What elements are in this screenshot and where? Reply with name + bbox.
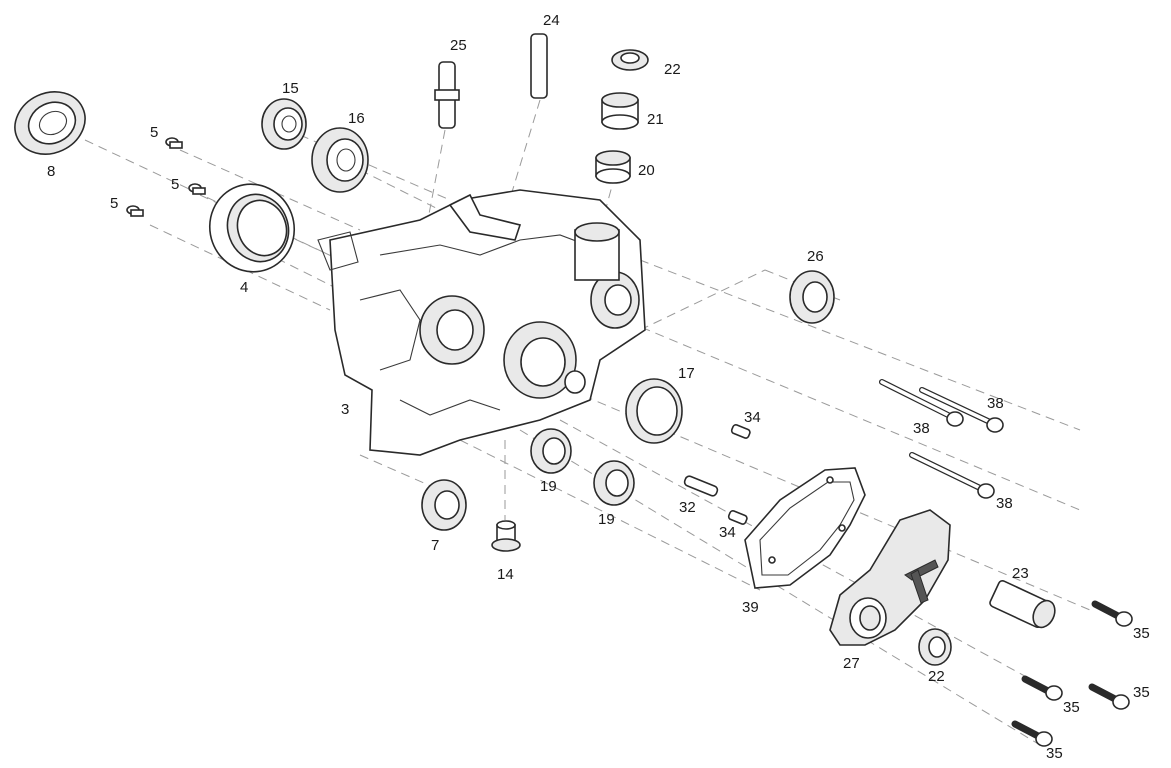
label-15: 15	[282, 80, 299, 97]
label-32: 32	[679, 499, 696, 516]
label-16: 16	[348, 110, 365, 127]
pin-32	[683, 475, 719, 497]
bolt-38-c	[909, 452, 995, 499]
label-34-bottom: 34	[719, 524, 736, 541]
label-5-bottom: 5	[110, 195, 118, 212]
label-3: 3	[341, 401, 349, 418]
bolt-38-a	[879, 379, 964, 427]
bearing-19-left	[530, 428, 572, 474]
label-39: 39	[742, 599, 759, 616]
bushing-21	[601, 92, 639, 130]
bolt-38-b	[919, 387, 1004, 433]
dowel-34-top	[730, 424, 751, 439]
label-35-c: 35	[1063, 699, 1080, 716]
label-7: 7	[431, 537, 439, 554]
label-5-mid: 5	[171, 176, 179, 193]
seal-7	[421, 479, 467, 531]
label-24: 24	[543, 12, 560, 29]
bearing-19-right	[593, 460, 635, 506]
bolt-35-c	[1021, 675, 1063, 701]
seal-26	[789, 270, 835, 324]
label-22-bottom: 22	[928, 668, 945, 685]
label-17: 17	[678, 365, 695, 382]
label-14: 14	[497, 566, 514, 583]
screw-5-mid	[188, 183, 206, 195]
label-27: 27	[843, 655, 860, 672]
label-38-b: 38	[913, 420, 930, 437]
label-38-a: 38	[987, 395, 1004, 412]
label-35-a: 35	[1133, 625, 1150, 642]
label-20: 20	[638, 162, 655, 179]
label-5-top: 5	[150, 124, 158, 141]
label-4: 4	[240, 279, 248, 296]
label-35-b: 35	[1133, 684, 1150, 701]
plug-14	[491, 520, 521, 552]
dowel-24	[530, 33, 548, 99]
label-8: 8	[47, 163, 55, 180]
label-34-top: 34	[744, 409, 761, 426]
gasket-39	[744, 467, 866, 589]
screw-5-top	[165, 137, 183, 149]
fitting-23	[989, 579, 1056, 629]
bearing-8	[14, 91, 86, 155]
label-38-c: 38	[996, 495, 1013, 512]
pin-25	[434, 61, 460, 129]
label-19-right: 19	[598, 511, 615, 528]
cover-27	[829, 509, 951, 646]
seal-22-top	[611, 49, 649, 71]
label-22-top: 22	[664, 61, 681, 78]
label-26: 26	[807, 248, 824, 265]
dowel-34-bottom	[727, 510, 748, 525]
bushing-20	[595, 150, 631, 184]
seal-22-bottom	[918, 628, 952, 666]
label-23: 23	[1012, 565, 1029, 582]
label-19-left: 19	[540, 478, 557, 495]
bearing-15	[261, 98, 307, 150]
label-21: 21	[647, 111, 664, 128]
bolt-35-d	[1011, 720, 1053, 747]
seal-17	[625, 378, 683, 444]
part-labels: 3 4 5 5 5 7 8 14 15 16 17 19 19 20 21 22…	[47, 12, 1150, 762]
bearing-16	[311, 127, 369, 193]
bolt-35-b	[1088, 683, 1130, 710]
crankcase-3	[317, 189, 646, 456]
label-35-d: 35	[1046, 745, 1063, 762]
retainer-ring-4	[208, 183, 296, 273]
bolt-35-a	[1091, 600, 1133, 627]
screw-5-bottom	[126, 205, 144, 217]
label-25: 25	[450, 37, 467, 54]
